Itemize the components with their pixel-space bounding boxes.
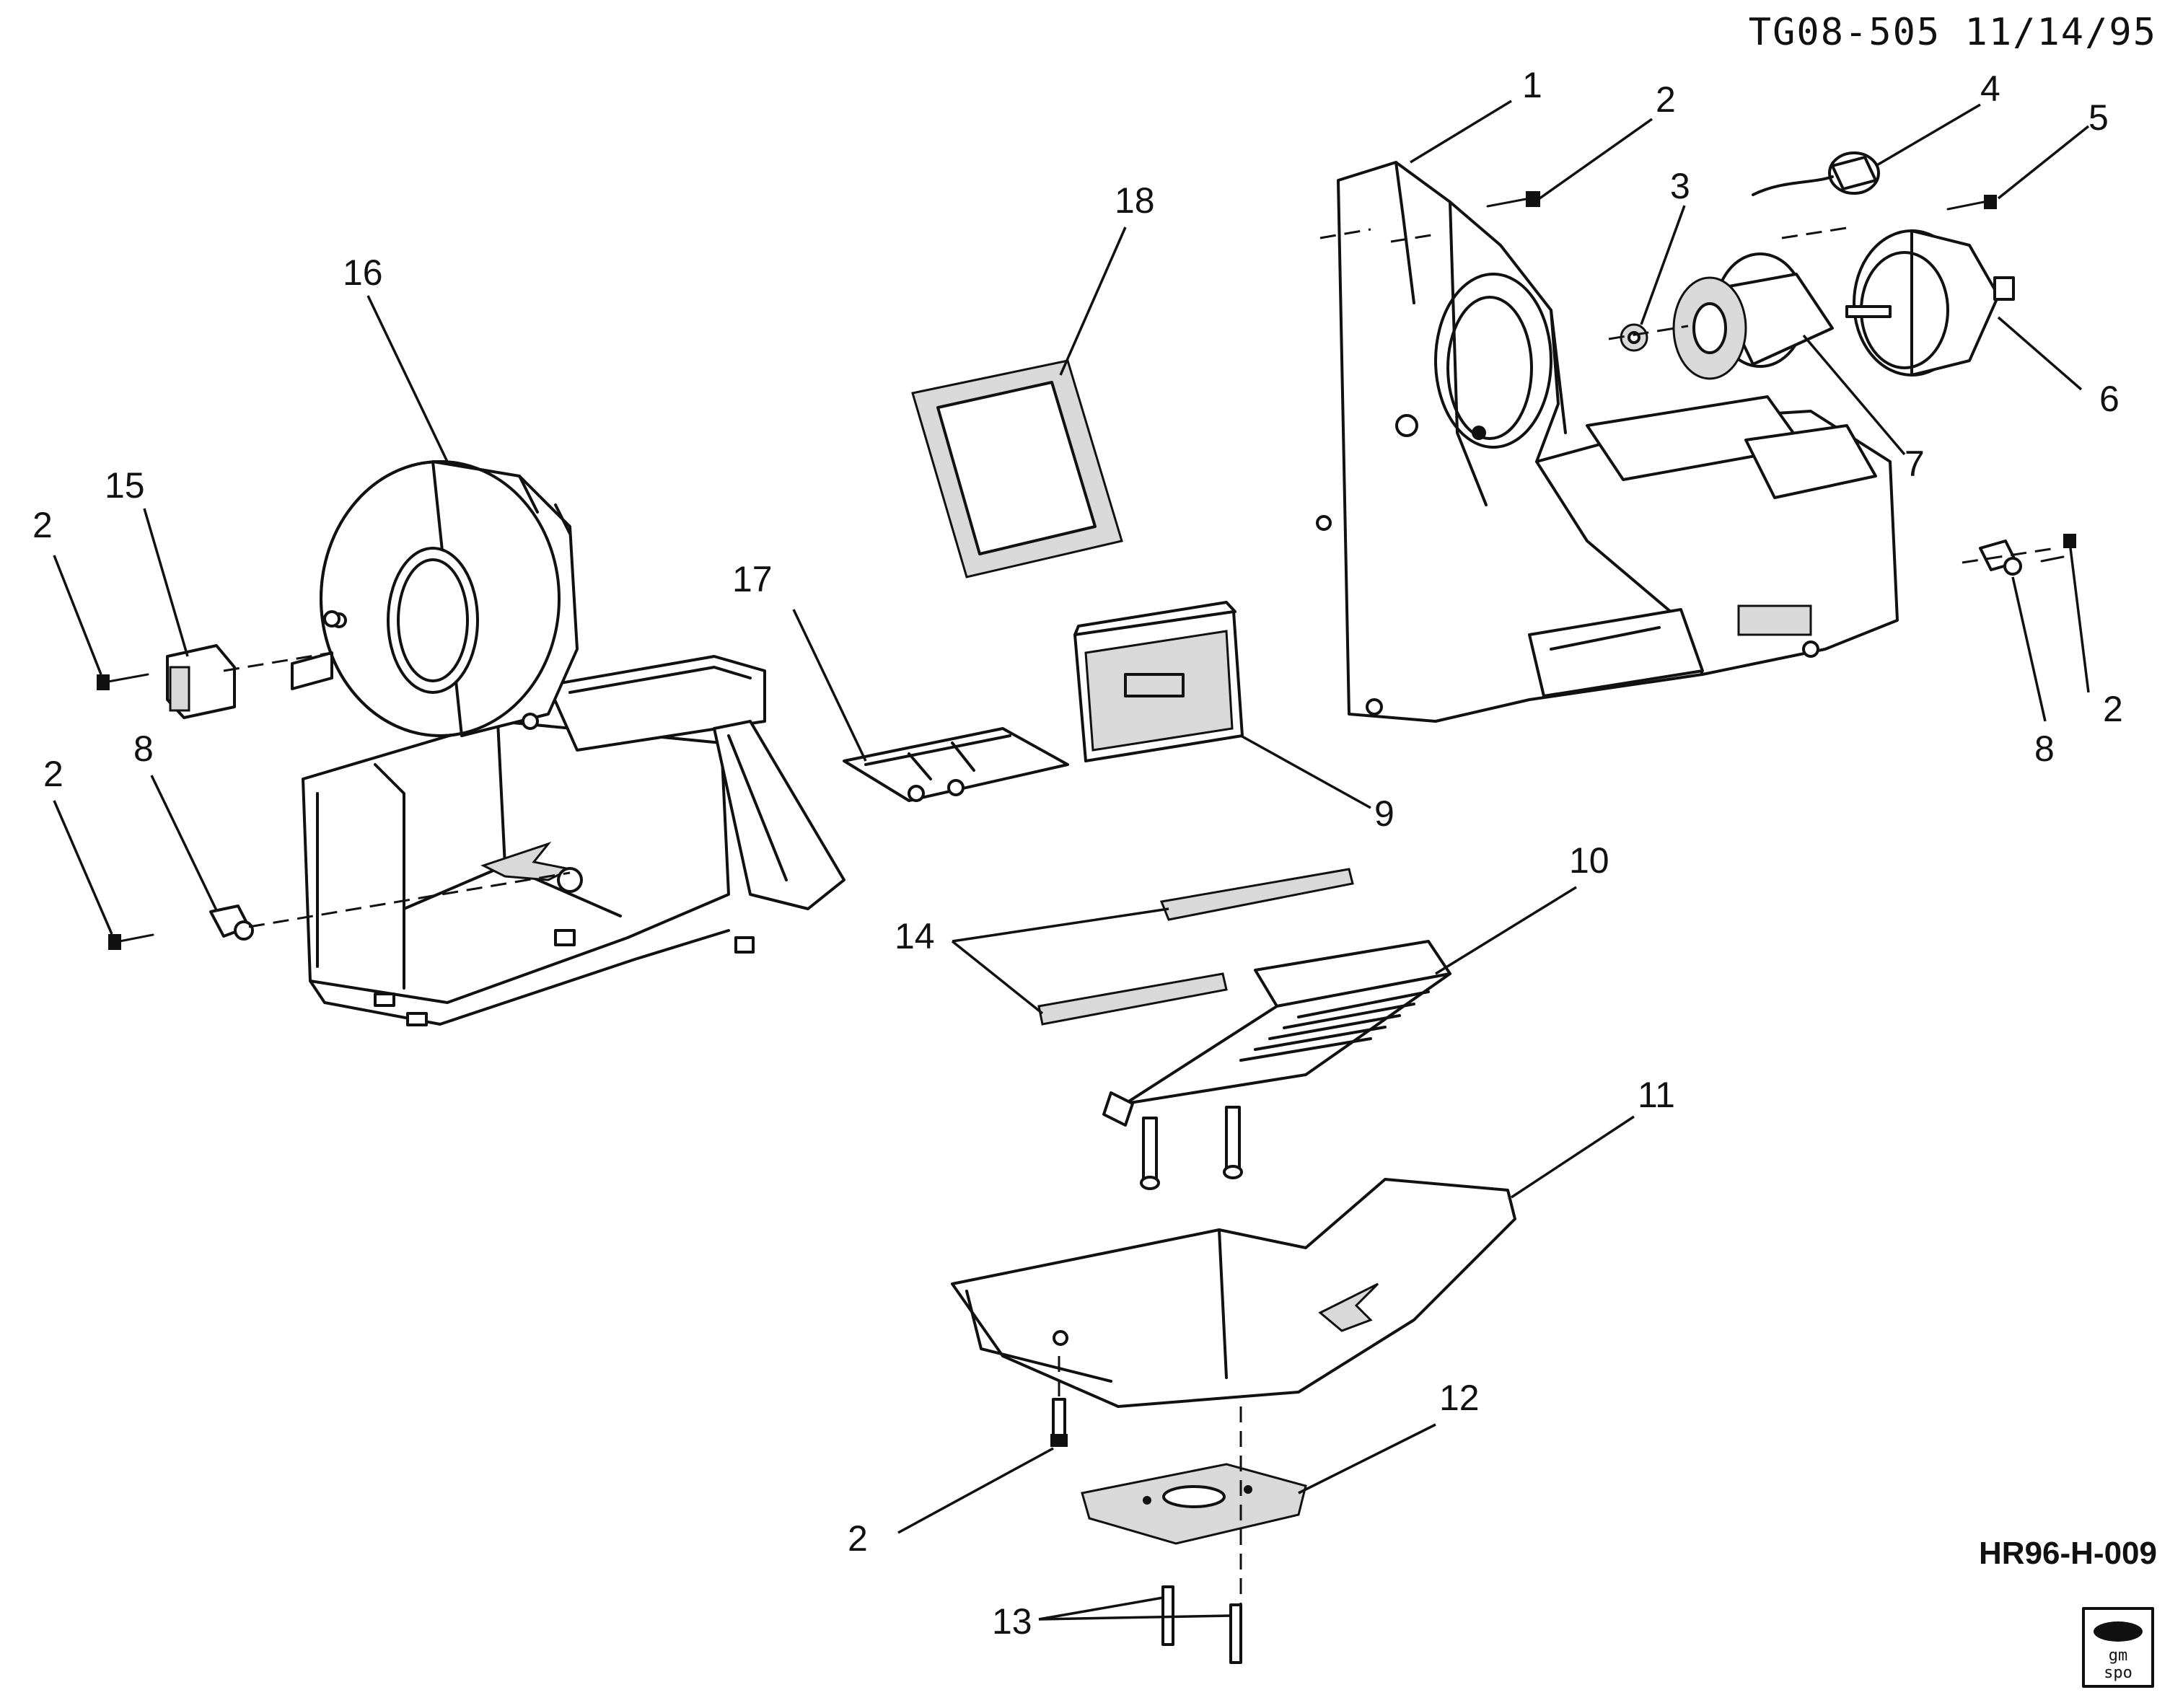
leader-lines <box>53 100 2090 1621</box>
callout-6: 6 <box>2099 379 2120 419</box>
logo-line1: gm <box>2109 1647 2128 1665</box>
callout-3: 3 <box>1670 166 1690 206</box>
callout-2-left-upper: 2 <box>32 505 53 545</box>
screw-center-lower <box>1050 1398 1068 1447</box>
gm-spo-logo: gm spo <box>2082 1607 2154 1688</box>
callout-12: 12 <box>1439 1378 1480 1418</box>
screw-left-upper <box>97 673 149 690</box>
callout-2-left-lower: 2 <box>43 754 63 794</box>
part-13-studs <box>1161 1585 1242 1664</box>
part-7-blower-wheel <box>1672 252 1834 380</box>
callout-8-right: 8 <box>2034 728 2055 769</box>
callout-2-top: 2 <box>1656 79 1676 120</box>
callout-17: 17 <box>732 559 773 599</box>
part-4-wire-harness <box>1752 151 1880 196</box>
callout-9: 9 <box>1374 793 1394 834</box>
screw-right-lower <box>2040 534 2076 563</box>
part-11-lower-case <box>951 1178 1516 1408</box>
logo-line2: spo <box>2104 1664 2132 1682</box>
reference-code: HR96-H-009 <box>1979 1536 2157 1571</box>
screw-motor <box>1946 195 1997 211</box>
assembly-lines <box>223 226 2057 1659</box>
callout-4: 4 <box>1980 69 2000 109</box>
part-18-seal-frame <box>911 359 1123 578</box>
callout-15: 15 <box>105 465 145 506</box>
screw-right-top <box>1486 191 1540 208</box>
callout-14: 14 <box>895 916 935 956</box>
part-10-heater-core <box>1102 940 1451 1190</box>
callout-8-left: 8 <box>133 728 154 769</box>
drawing-id: TG08-505 11/14/95 <box>1749 11 2157 54</box>
blower-case-assembly-left <box>302 460 845 1026</box>
callout-18: 18 <box>1115 180 1155 221</box>
callout-5: 5 <box>2088 97 2109 138</box>
callouts: 1 2 3 4 5 6 7 8 2 9 10 11 12 2 13 14 17 … <box>32 65 2123 1642</box>
part-8-clip-left <box>209 904 254 941</box>
part-12-plate <box>1081 1463 1307 1545</box>
callout-1: 1 <box>1522 65 1542 105</box>
screw-left-lower <box>108 933 154 950</box>
part-3-nut <box>1620 323 1648 352</box>
part-8-clip-right <box>1979 540 2022 576</box>
part-6-blower-motor <box>1845 229 2015 377</box>
callout-2-bottom: 2 <box>848 1518 868 1559</box>
part-15-actuator <box>166 610 341 719</box>
callout-11: 11 <box>1638 1075 1675 1115</box>
callout-2-right: 2 <box>2103 689 2123 729</box>
part-1-blower-case-right <box>1316 161 1899 723</box>
part-14-seals <box>1037 868 1354 1026</box>
callout-10: 10 <box>1569 840 1609 881</box>
callout-7: 7 <box>1905 444 1925 484</box>
callout-13: 13 <box>992 1601 1032 1642</box>
part-9-filter <box>1073 601 1244 762</box>
callout-16: 16 <box>343 252 383 293</box>
part-17-door <box>843 727 1069 802</box>
